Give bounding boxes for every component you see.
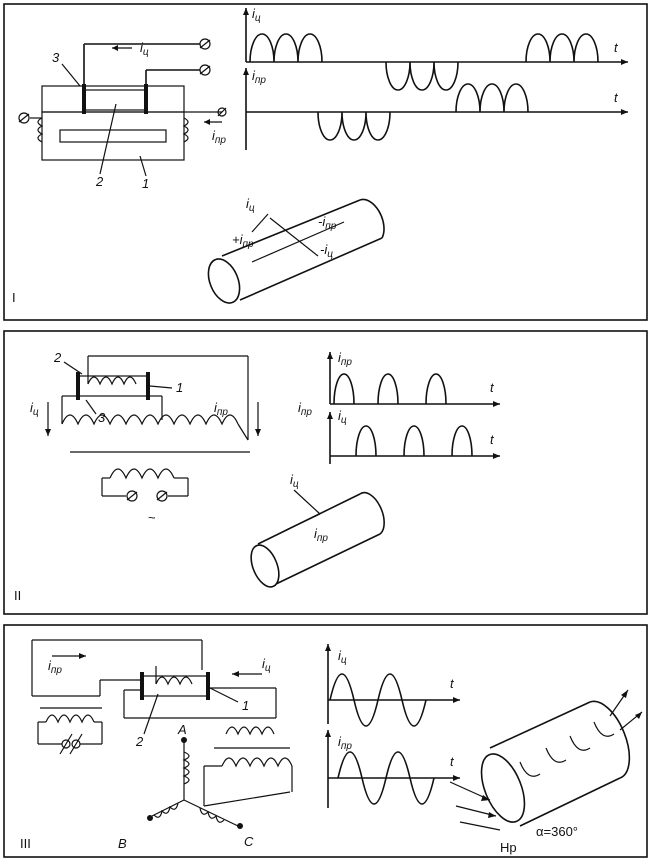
p3-graph1-sine xyxy=(329,673,427,727)
hp-label: Нр xyxy=(500,840,517,855)
p2-ic-label: iц xyxy=(30,400,39,418)
number-1: 1 xyxy=(142,176,149,191)
panel-1-graphs: iц t iпр t xyxy=(243,6,628,150)
cyl1-minus-ic: -iц xyxy=(320,242,333,260)
panel-2-graphs: iпр t iпр iц t xyxy=(298,350,500,464)
p3-number-2: 2 xyxy=(135,734,144,749)
cyl1-minus-ipr: -iпр xyxy=(318,214,337,232)
p2-graph2-pulses xyxy=(355,425,473,457)
p2-number-1: 1 xyxy=(176,380,183,395)
number-2: 2 xyxy=(95,174,104,189)
graph2-ipr-axis: iпр xyxy=(252,68,266,86)
graph2-t-axis: t xyxy=(614,90,619,105)
cyl2-ic: iц xyxy=(290,472,299,490)
graph1-pulses-pos-1 xyxy=(249,33,323,63)
panel-2-circuit: ~ iц iпр 2 1 3 xyxy=(30,350,261,525)
ac-symbol: ~ xyxy=(148,510,156,525)
panel-1-label: I xyxy=(12,290,16,305)
p3-graph2-y: iпр xyxy=(338,734,352,752)
panel-3-circuit: iпр iц xyxy=(31,639,293,851)
p2-graph2-t: t xyxy=(490,432,495,447)
panel-1: I iц iпр 3 xyxy=(3,3,648,321)
p3-graph2-sine xyxy=(337,751,435,805)
panel-3: III iпр xyxy=(3,624,648,858)
phase-b: B xyxy=(118,836,127,851)
phase-a: A xyxy=(177,722,187,737)
graph1-pulses-pos-2 xyxy=(525,33,599,63)
p3-ipr-label: iпр xyxy=(48,658,62,676)
graph1-pulses-neg xyxy=(385,61,459,91)
graph1-ic-axis: iц xyxy=(252,6,261,24)
ipr-label: iпр xyxy=(212,128,226,146)
cyl1-plus-ipr: +iпр xyxy=(232,232,254,250)
ic-label: iц xyxy=(140,40,149,58)
p2-graph1-y: iпр xyxy=(338,350,352,368)
panel-2-label: II xyxy=(14,588,21,603)
p2-graph1-pulses xyxy=(333,373,447,405)
panel-1-frame xyxy=(3,3,648,321)
panel-2-cylinder: iц iпр xyxy=(250,472,385,588)
p3-graph1-y: iц xyxy=(338,648,347,666)
p3-graph2-t: t xyxy=(450,754,455,769)
panel-2-frame xyxy=(3,330,648,615)
p2-number-2: 2 xyxy=(53,350,62,365)
cyl2-ipr: iпр xyxy=(314,526,328,544)
panel-2: II ~ iц iпр xyxy=(3,330,648,615)
p3-number-1: 1 xyxy=(242,698,249,713)
p3-ic-label: iц xyxy=(262,656,271,674)
p3-graph1-t: t xyxy=(450,676,455,691)
alpha-label: α=360° xyxy=(536,824,578,839)
p2-graph2-y: iц xyxy=(338,408,347,426)
graph2-pulses-pos xyxy=(455,83,529,113)
panel-3-frame xyxy=(3,624,648,858)
panel-3-label: III xyxy=(20,836,31,851)
number-3: 3 xyxy=(52,50,60,65)
graph1-t-axis: t xyxy=(614,40,619,55)
p2-graph1-t: t xyxy=(490,380,495,395)
p2-ipr-label: iпр xyxy=(214,400,228,418)
phase-c: C xyxy=(244,834,254,849)
panel-3-cylinder: α=360° Нр xyxy=(449,689,643,855)
p2-number-3: 3 xyxy=(98,410,106,425)
p2-side-ipr: iпр xyxy=(298,400,312,418)
cyl1-ic: iц xyxy=(246,196,255,214)
panel-1-circuit: iц iпр 3 2 1 xyxy=(18,38,227,191)
panel-1-cylinder: iц +iпр -iпр -iц xyxy=(207,196,385,304)
panel-3-graphs: iц t iпр t xyxy=(325,644,460,808)
graph2-pulses-neg xyxy=(317,111,391,141)
